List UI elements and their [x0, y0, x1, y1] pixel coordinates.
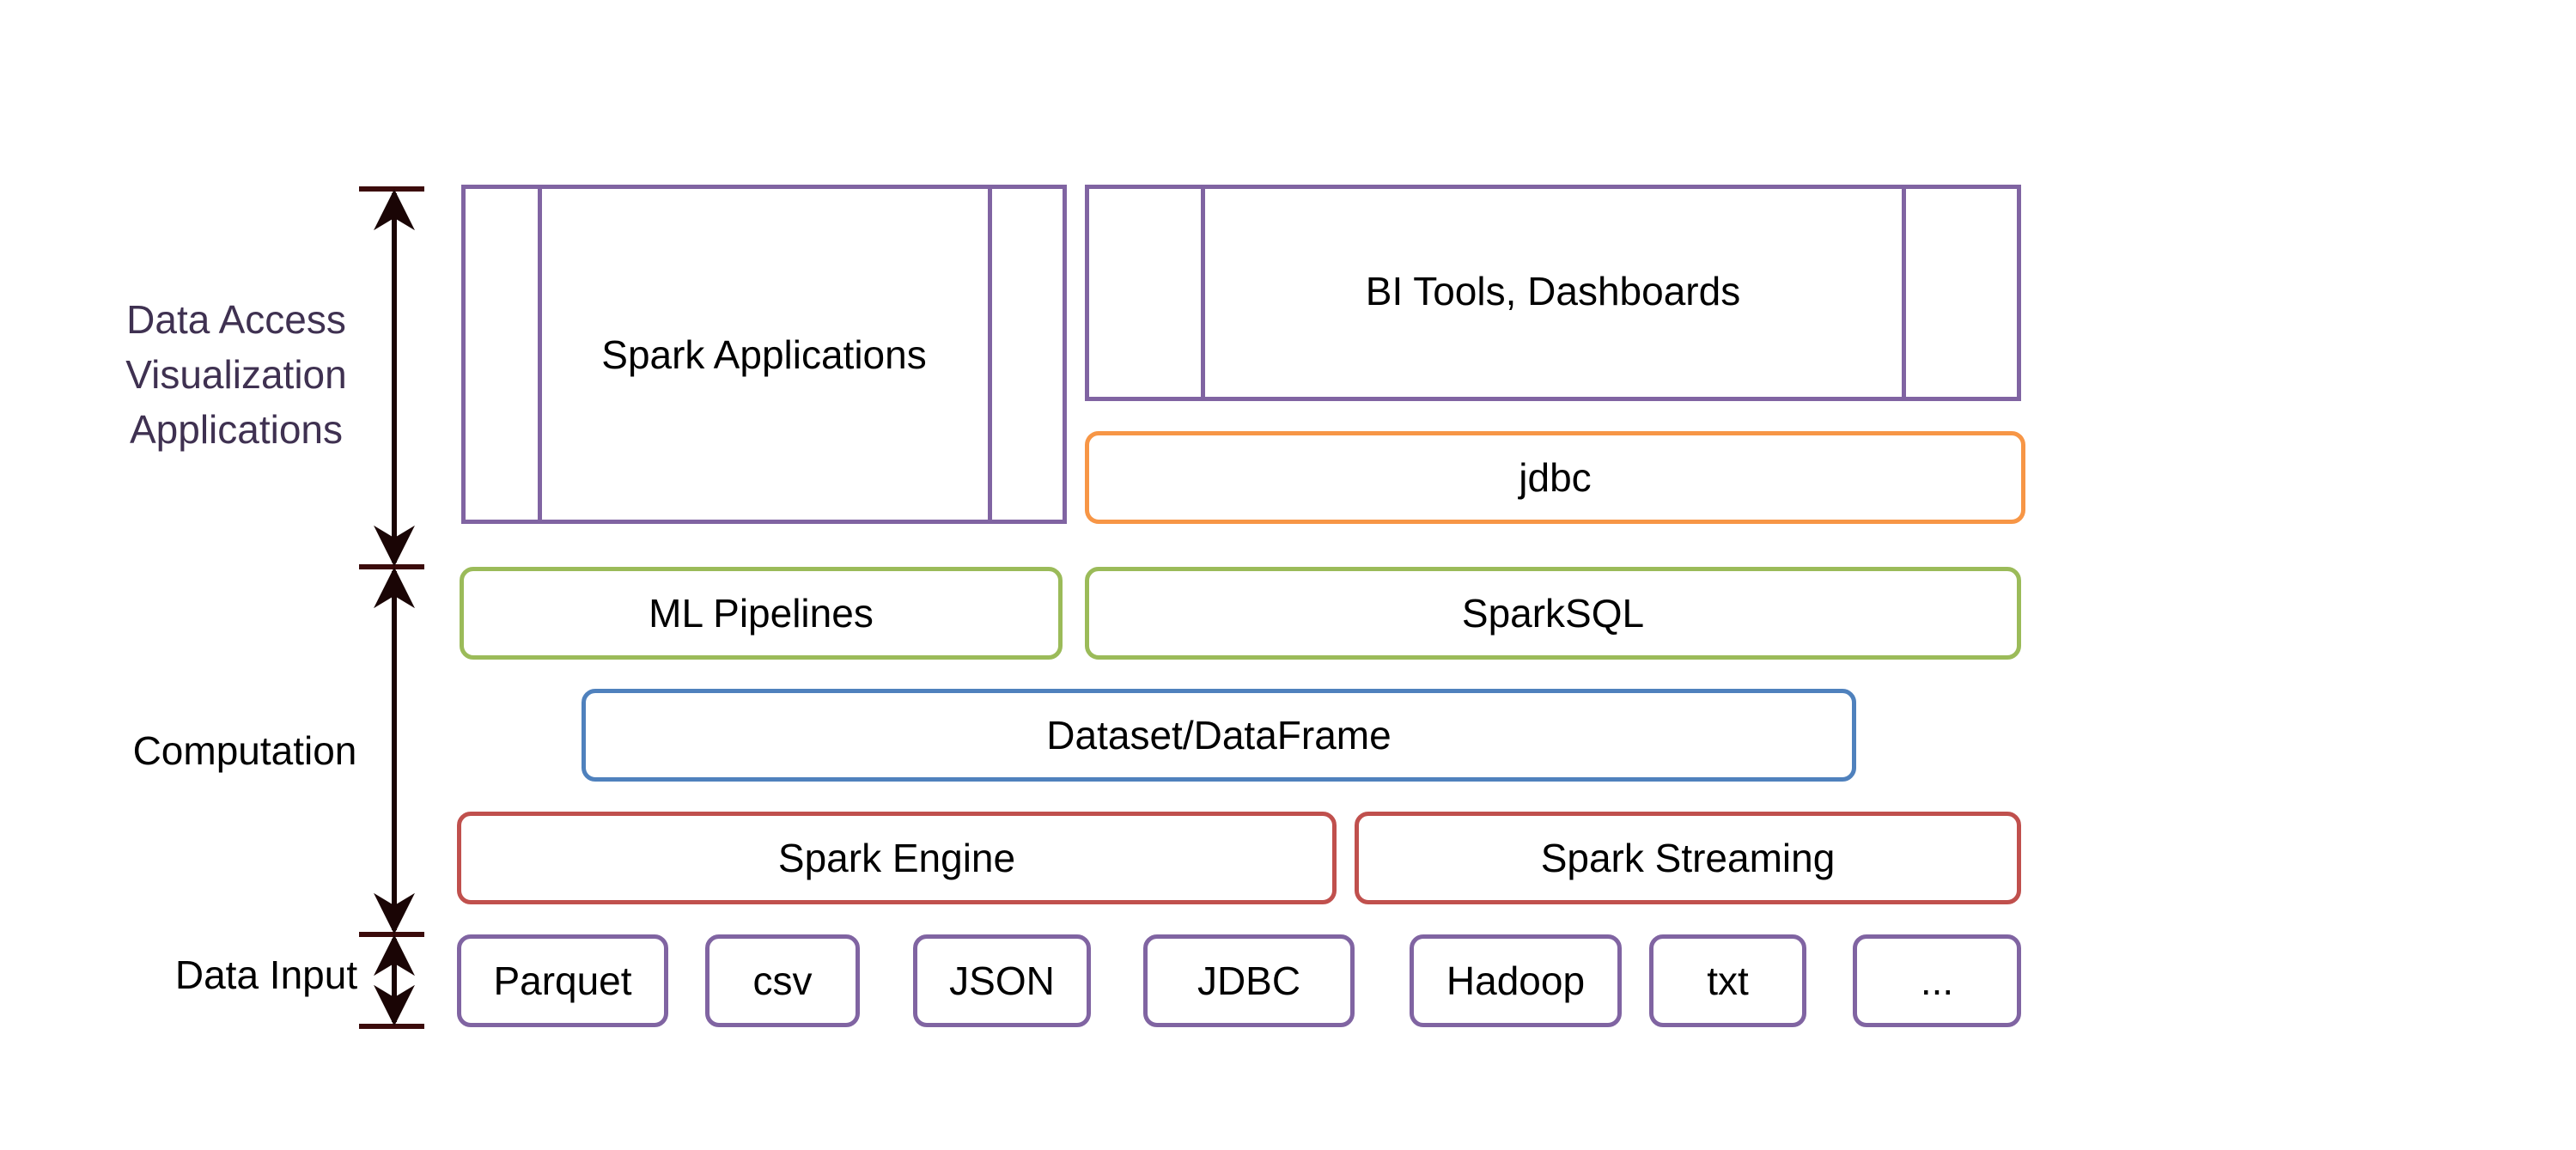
- layer-label-line: Data Access: [126, 297, 346, 342]
- divider: [1902, 189, 1906, 397]
- spark-engine-block: Spark Engine: [457, 812, 1337, 904]
- layer-label-computation: Computation: [132, 728, 357, 773]
- spark-applications-block: Spark Applications: [461, 185, 1067, 524]
- bi-tools-block: BI Tools, Dashboards: [1085, 185, 2021, 401]
- input-csv-block: csv: [705, 934, 860, 1027]
- layer-label-line: Applications: [129, 407, 344, 452]
- layer-label-data-access: Data Access Visualization Applications: [94, 292, 378, 457]
- input-parquet-block: Parquet: [457, 934, 668, 1027]
- jdbc-connector-block: jdbc: [1085, 431, 2025, 524]
- block-label: BI Tools, Dashboards: [1365, 269, 1741, 313]
- input-json-block: JSON: [913, 934, 1091, 1027]
- input-more-block: ...: [1853, 934, 2021, 1027]
- divider: [1201, 189, 1205, 397]
- input-txt-block: txt: [1649, 934, 1806, 1027]
- layer-label-data-input: Data Input: [174, 952, 358, 997]
- block-label: Spark Applications: [601, 332, 927, 377]
- divider: [988, 189, 992, 520]
- sparksql-block: SparkSQL: [1085, 567, 2021, 660]
- dataset-dataframe-block: Dataset/DataFrame: [582, 689, 1856, 782]
- layer-label-line: Visualization: [125, 352, 347, 397]
- divider: [538, 189, 542, 520]
- spark-streaming-block: Spark Streaming: [1355, 812, 2021, 904]
- ml-pipelines-block: ML Pipelines: [460, 567, 1063, 660]
- input-jdbc-block: JDBC: [1143, 934, 1355, 1027]
- input-hadoop-block: Hadoop: [1410, 934, 1622, 1027]
